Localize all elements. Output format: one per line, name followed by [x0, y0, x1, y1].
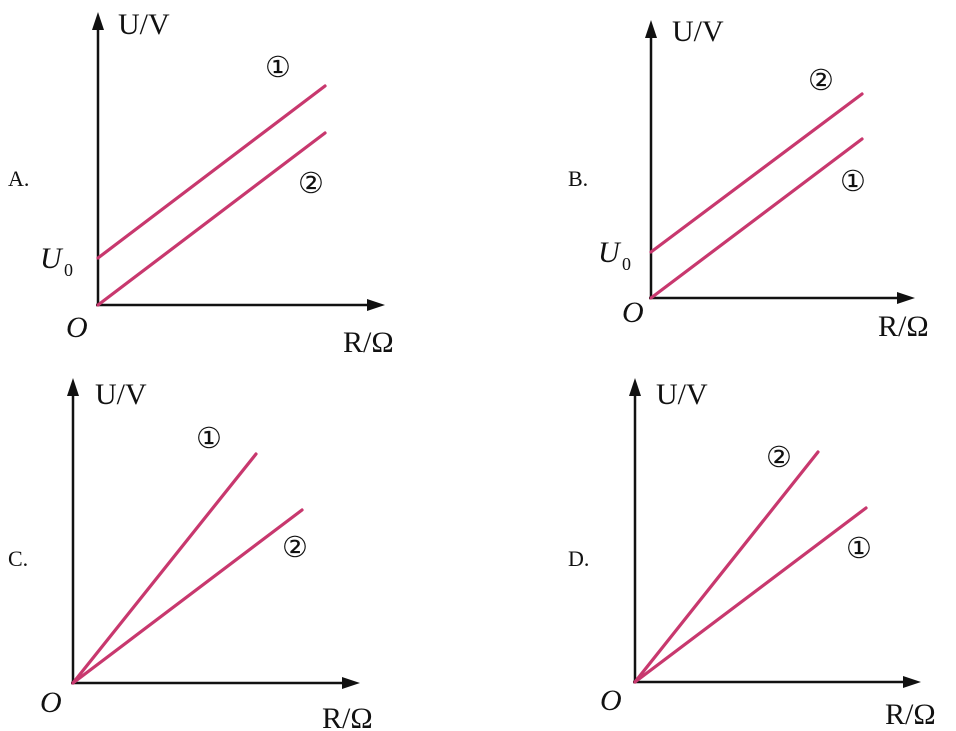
x-axis-arrow	[897, 292, 915, 304]
y-axis-arrow	[67, 378, 79, 396]
x-axis-label: R/Ω	[885, 698, 936, 731]
origin-label: O	[40, 686, 62, 719]
panel-d: D. U/V R/Ω O ② ①	[568, 378, 936, 731]
y-axis-arrow	[629, 378, 641, 396]
line-2	[633, 450, 820, 684]
line-1	[96, 84, 327, 260]
line-2	[96, 131, 327, 307]
option-label-b: B.	[568, 166, 588, 191]
line-1-label: ①	[265, 50, 291, 84]
line-2	[649, 92, 864, 254]
y-axis-arrow	[92, 12, 104, 30]
line-1	[71, 452, 258, 685]
u0-subscript: 0	[64, 260, 73, 280]
line-2-label: ②	[298, 166, 324, 200]
line-1-label: ①	[196, 421, 222, 455]
x-axis-label: R/Ω	[343, 326, 394, 359]
option-label-a: A.	[8, 166, 29, 191]
line-2-label: ②	[766, 440, 792, 474]
origin-label: O	[66, 311, 88, 344]
u0-subscript: 0	[622, 254, 631, 274]
panel-b: B. U/V R/Ω O U 0 ② ①	[568, 15, 929, 343]
x-axis-arrow	[903, 676, 921, 688]
x-axis-label: R/Ω	[878, 310, 929, 343]
x-axis-arrow	[342, 677, 360, 689]
y-axis-label: U/V	[672, 15, 724, 48]
line-2	[71, 508, 304, 685]
line-1-label: ①	[840, 164, 866, 198]
u0-label: U	[598, 236, 622, 269]
panel-a: A. U/V R/Ω O U 0 ① ②	[8, 8, 394, 359]
y-axis-label: U/V	[118, 8, 170, 41]
option-label-d: D.	[568, 546, 589, 571]
y-axis-label: U/V	[95, 378, 147, 411]
line-2-label: ②	[808, 63, 834, 97]
line-1-label: ①	[846, 531, 872, 565]
x-axis-label: R/Ω	[322, 702, 373, 731]
x-axis-arrow	[367, 299, 385, 311]
line-1	[649, 137, 864, 300]
origin-label: O	[600, 684, 622, 717]
line-1	[633, 506, 868, 684]
panel-c: C. U/V R/Ω O ① ②	[8, 378, 373, 731]
y-axis-arrow	[645, 20, 657, 38]
y-axis-label: U/V	[656, 378, 708, 411]
option-label-c: C.	[8, 546, 28, 571]
line-2-label: ②	[282, 530, 308, 564]
origin-label: O	[622, 296, 644, 329]
u0-label: U	[40, 242, 64, 275]
